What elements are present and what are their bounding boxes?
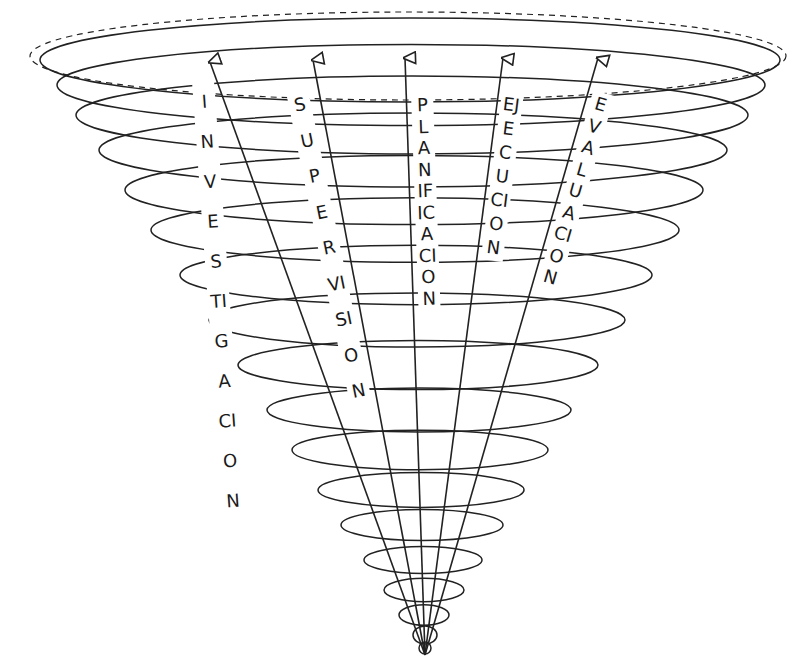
axis-arrows [210, 58, 598, 655]
phase-label: SUPERVISION [285, 84, 373, 412]
phase-label: INVESTIGACION [192, 80, 246, 522]
spiral-rings [30, 12, 786, 654]
phase-label: EVALUACION [536, 90, 614, 293]
